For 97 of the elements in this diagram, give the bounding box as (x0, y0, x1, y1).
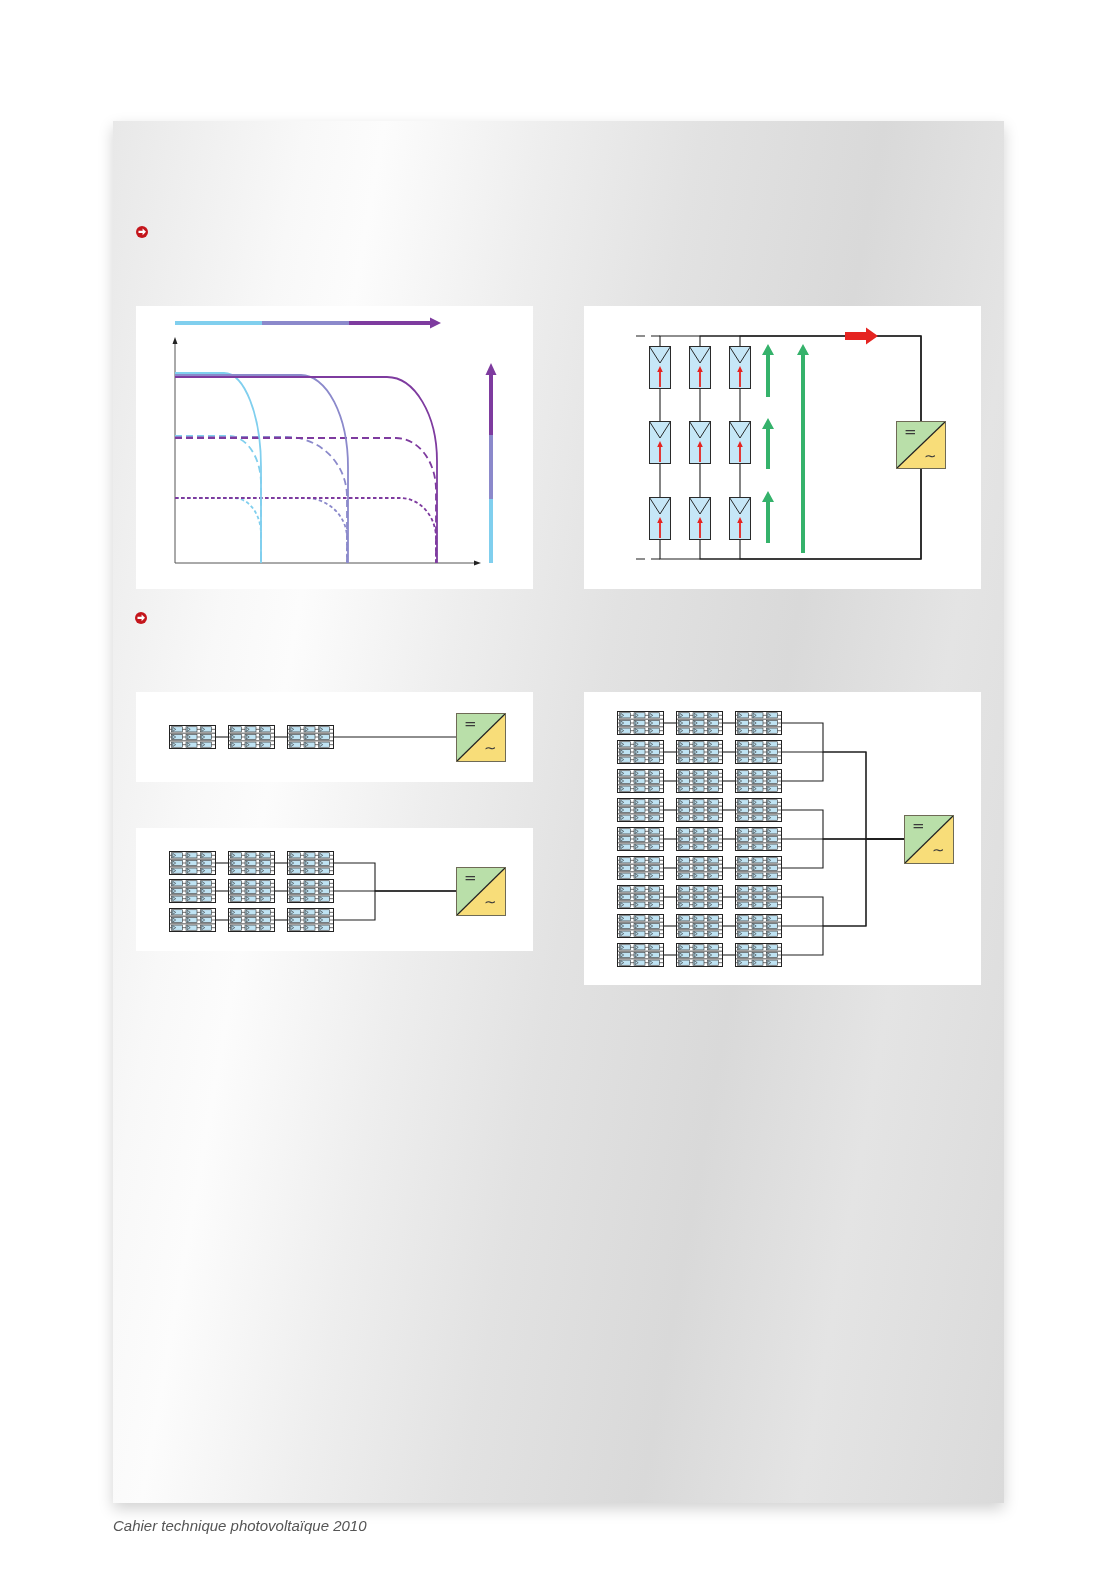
wire (215, 890, 229, 892)
pv-cell (689, 421, 711, 464)
pv-module (617, 711, 664, 735)
pv-module (228, 725, 275, 749)
pv-cell (729, 421, 751, 464)
pv-module (617, 856, 664, 880)
pv-module (169, 725, 216, 749)
wire (781, 838, 905, 956)
footer-text: Cahier technique photovoltaïque 2010 (113, 1517, 367, 1534)
wire (699, 463, 701, 498)
pv-module (676, 885, 723, 909)
wire (215, 736, 229, 738)
wire (722, 867, 736, 869)
pv-module (617, 798, 664, 822)
wire (739, 463, 741, 498)
wire (699, 388, 701, 422)
pv-module (735, 798, 782, 822)
pv-module (617, 740, 664, 764)
dc-sign: = (904, 425, 917, 440)
wire (722, 954, 736, 956)
pv-cell (729, 346, 751, 389)
wire (659, 388, 661, 422)
pv-module (617, 943, 664, 967)
pv-module (169, 879, 216, 903)
wire (722, 896, 736, 898)
pv-cell (649, 421, 671, 464)
pv-module (169, 908, 216, 932)
pv-module (228, 908, 275, 932)
pv-module (617, 827, 664, 851)
pv-module (169, 851, 216, 875)
pv-module (228, 851, 275, 875)
wire (663, 954, 677, 956)
ac-sign: ∼ (932, 843, 945, 858)
pv-module (676, 856, 723, 880)
wire (274, 736, 288, 738)
inverter-box (896, 421, 946, 469)
pv-module (287, 908, 334, 932)
dc-sign: = (464, 717, 477, 732)
pv-module (228, 879, 275, 903)
pv-module (735, 856, 782, 880)
pv-module (676, 943, 723, 967)
pv-module (735, 740, 782, 764)
pv-module (617, 914, 664, 938)
ac-sign: ∼ (484, 741, 497, 756)
wire (333, 736, 457, 738)
pv-module (735, 769, 782, 793)
wire (663, 838, 677, 840)
wire (739, 388, 741, 422)
wire (722, 809, 736, 811)
dc-sign: = (464, 871, 477, 886)
pv-cell (649, 497, 671, 540)
pv-module (676, 827, 723, 851)
wire (663, 722, 677, 724)
pv-module (617, 769, 664, 793)
pv-module (676, 769, 723, 793)
inverter-box (456, 713, 506, 762)
pv-module (735, 711, 782, 735)
wire (663, 780, 677, 782)
wire (663, 925, 677, 927)
pv-cell (689, 497, 711, 540)
wire (663, 896, 677, 898)
pv-module (735, 827, 782, 851)
pv-module (676, 740, 723, 764)
pv-module (735, 914, 782, 938)
dc-sign: = (912, 819, 925, 834)
pv-module (287, 851, 334, 875)
wire (333, 890, 457, 921)
wire (215, 862, 229, 864)
ac-sign: ∼ (924, 449, 937, 464)
pv-module (617, 885, 664, 909)
pv-cell (729, 497, 751, 540)
wire (739, 468, 922, 560)
pv-module (735, 885, 782, 909)
wire (663, 867, 677, 869)
pv-module (287, 879, 334, 903)
pv-cell (649, 346, 671, 389)
wire (722, 925, 736, 927)
inverter-box (456, 867, 506, 916)
wire (274, 862, 288, 864)
wire (722, 751, 736, 753)
wire (663, 809, 677, 811)
pv-module (287, 725, 334, 749)
wire (722, 838, 736, 840)
pv-module (676, 711, 723, 735)
pv-module (676, 798, 723, 822)
wire (215, 919, 229, 921)
wire (274, 890, 288, 892)
pv-cell (689, 346, 711, 389)
wire (663, 751, 677, 753)
inverter-box (904, 815, 954, 864)
wire (722, 780, 736, 782)
wire (274, 919, 288, 921)
pv-module (676, 914, 723, 938)
wire (722, 722, 736, 724)
wire (659, 463, 661, 498)
pv-module (735, 943, 782, 967)
ac-sign: ∼ (484, 895, 497, 910)
